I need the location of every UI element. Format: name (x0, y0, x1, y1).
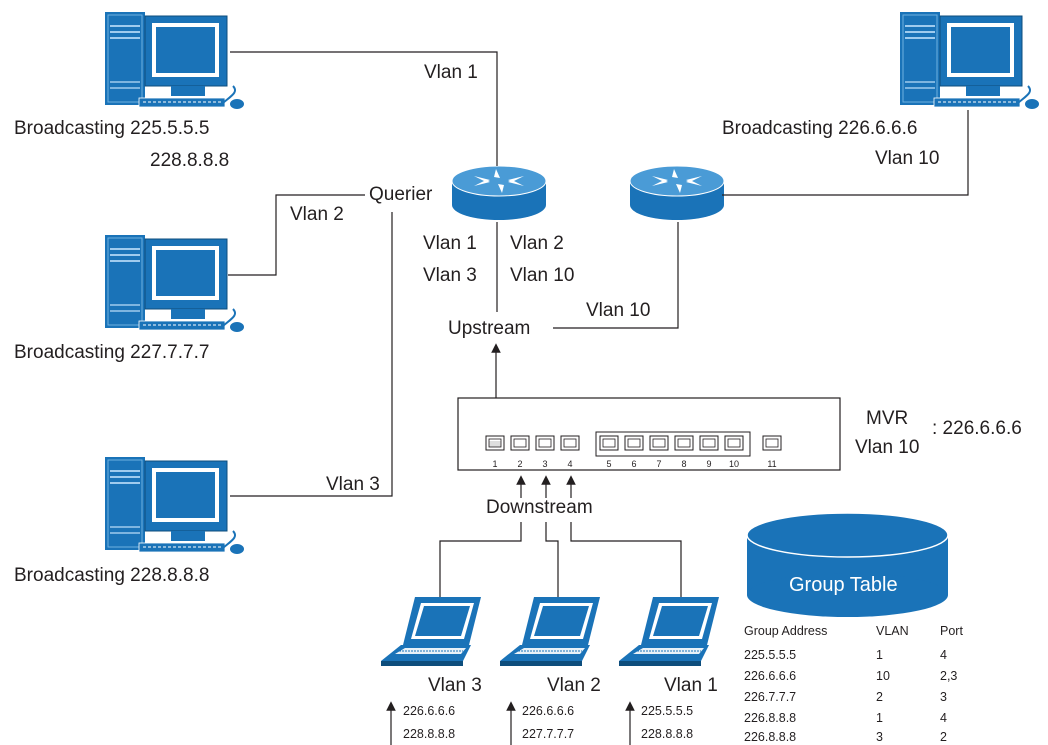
port-number: 4 (567, 459, 573, 469)
pc2-vlan-label: Vlan 2 (290, 204, 344, 225)
group-table-title: Group Table (789, 574, 898, 596)
mvr-switch (457, 397, 841, 471)
table-cell: 226.8.8.8 (744, 730, 797, 744)
router-vlan-label: Vlan 3 (423, 265, 477, 286)
table-cell: 3 (940, 690, 947, 704)
table-cell: 10 (876, 669, 890, 683)
desktop-computer-icon (899, 11, 1040, 110)
laptop-group: 226.6.6.6 (403, 704, 456, 718)
port-number: 2 (517, 459, 523, 469)
port-number: 6 (631, 459, 637, 469)
desktop-computer-icon (104, 456, 245, 555)
group-table-database-icon (746, 512, 949, 617)
pc4-vlan-label: Vlan 10 (875, 148, 940, 169)
pc1-vlan-label: Vlan 1 (424, 62, 478, 83)
upstream-label: Upstream (448, 318, 531, 339)
port-number: 11 (767, 459, 777, 469)
laptop-group: 226.6.6.6 (522, 704, 575, 718)
port-number: 3 (542, 459, 548, 469)
laptop-group: 228.8.8.8 (641, 727, 694, 741)
table-cell: 4 (940, 648, 947, 662)
desktop-computer-icon (104, 234, 245, 333)
desktop-computer-icon (104, 11, 245, 110)
table-cell: 226.7.7.7 (744, 690, 797, 704)
laptop-vlan-label: Vlan 2 (547, 675, 601, 696)
laptop-group: 227.7.7.7 (522, 727, 575, 741)
port-number: 10 (728, 459, 739, 469)
port-number: 5 (606, 459, 612, 469)
table-cell: 1 (876, 648, 883, 662)
querier-label: Querier (369, 184, 433, 205)
laptop-vlan-label: Vlan 1 (664, 675, 718, 696)
mvr-vlan-label: Vlan 10 (855, 437, 920, 458)
querier-router-icon (451, 165, 547, 221)
table-header-cell: Group Address (744, 624, 828, 638)
group-table: Group Address VLAN Port 225.5.5.5 1 4 22… (744, 624, 984, 745)
connection-lines (228, 51, 969, 745)
laptop-group: 225.5.5.5 (641, 704, 694, 718)
port-number: 9 (706, 459, 712, 469)
router-icon (629, 165, 725, 221)
table-cell: 225.5.5.5 (744, 648, 797, 662)
mvr-address-label: : 226.6.6.6 (932, 418, 1022, 439)
upstream-vlan-label: Vlan 10 (586, 300, 651, 321)
table-cell: 226.8.8.8 (744, 711, 797, 725)
laptop-group: 228.8.8.8 (403, 727, 456, 741)
table-header-cell: VLAN (876, 624, 909, 638)
table-cell: 2 (876, 690, 883, 704)
router-vlan-label: Vlan 10 (510, 265, 575, 286)
laptop-icon (380, 596, 482, 667)
table-cell: 2 (940, 730, 947, 744)
router-vlan-label: Vlan 2 (510, 233, 564, 254)
pc1-label-line2: 228.8.8.8 (150, 150, 230, 171)
table-cell: 4 (940, 711, 947, 725)
table-cell: 1 (876, 711, 883, 725)
port-number: 8 (681, 459, 687, 469)
table-cell: 226.6.6.6 (744, 669, 797, 683)
laptop-vlan-label: Vlan 3 (428, 675, 482, 696)
table-cell: 2,3 (940, 669, 958, 683)
laptop-icon (499, 596, 601, 667)
table-cell: 3 (876, 730, 883, 744)
pc3-label: Broadcasting 228.8.8.8 (14, 565, 210, 586)
port-number: 7 (656, 459, 662, 469)
downstream-label: Downstream (486, 497, 593, 518)
table-header-cell: Port (940, 624, 963, 638)
pc3-vlan-label: Vlan 3 (326, 474, 380, 495)
port-number: 1 (492, 459, 498, 469)
pc4-label: Broadcasting 226.6.6.6 (722, 118, 918, 139)
laptop-icon (618, 596, 720, 667)
router-vlan-label: Vlan 1 (423, 233, 477, 254)
mvr-label: MVR (866, 408, 909, 429)
pc1-label: Broadcasting 225.5.5.5 (14, 118, 210, 139)
pc2-label: Broadcasting 227.7.7.7 (14, 342, 210, 363)
